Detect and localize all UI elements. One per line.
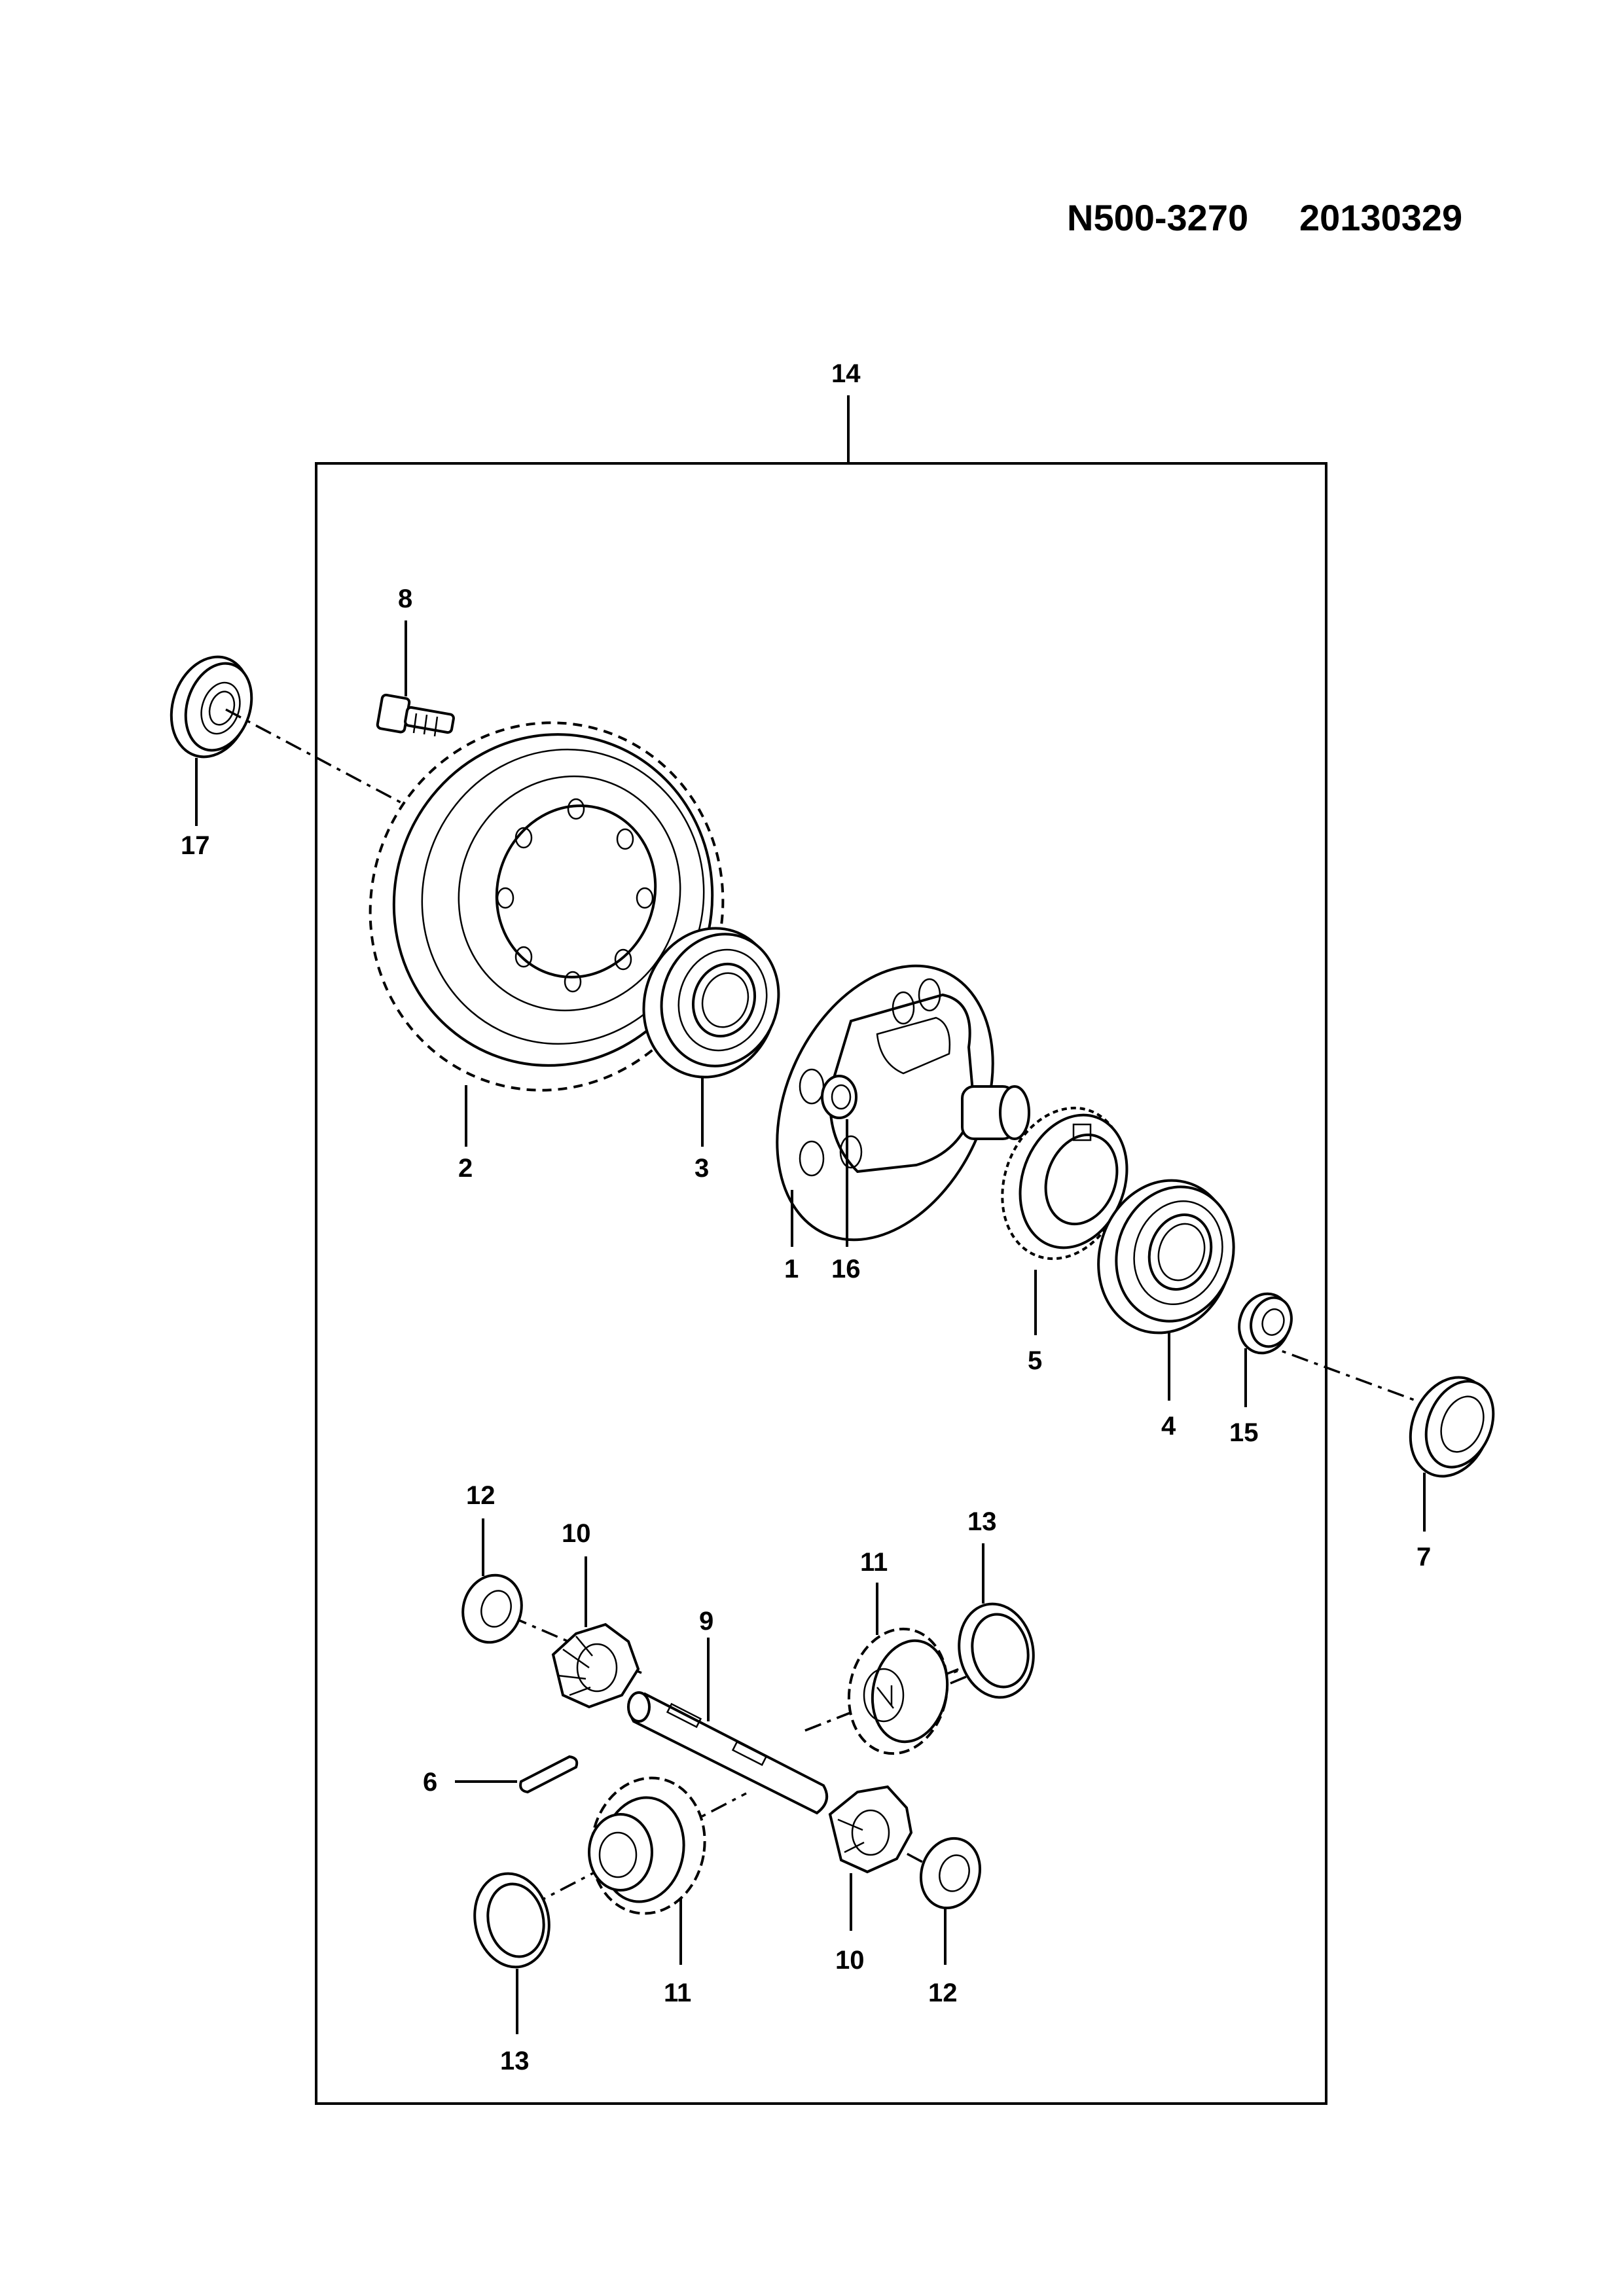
part-1-differential-case (776, 964, 1030, 1242)
callout-4: 4 (1161, 1412, 1176, 1441)
callout-2: 2 (458, 1154, 473, 1183)
callout-11-upper: 11 (860, 1548, 888, 1577)
callout-8: 8 (398, 584, 412, 613)
part-12-washer-upper (461, 1573, 523, 1644)
part-9-pinion-shaft (627, 1691, 829, 1815)
callout-1: 1 (784, 1255, 799, 1283)
callout-13-lower: 13 (500, 2047, 530, 2075)
part-2-ring-gear (369, 721, 725, 1092)
part-6-roll-pin (519, 1755, 579, 1794)
callout-12-upper: 12 (466, 1481, 496, 1510)
part-8-bolt (376, 693, 455, 737)
callout-14: 14 (831, 359, 861, 388)
part-10-pinion-gear-upper (551, 1623, 640, 1709)
callout-5: 5 (1028, 1346, 1042, 1375)
part-7-oil-seal (1409, 1376, 1495, 1478)
callout-17: 17 (181, 831, 210, 860)
part-13-thrust-washer-lower (473, 1872, 550, 1969)
callout-16: 16 (831, 1255, 861, 1283)
callout-10-lower: 10 (835, 1946, 865, 1975)
part-12-washer-lower (919, 1837, 982, 1910)
date-code: 20130329 (1299, 197, 1462, 238)
callout-13-upper: 13 (967, 1507, 997, 1536)
part-11-side-gear-lower (588, 1776, 706, 1915)
drawing-number: N500-3270 (1067, 197, 1248, 238)
part-5-speedometer-gear (1001, 1106, 1128, 1261)
callout-6: 6 (423, 1768, 437, 1797)
part-13-thrust-washer-upper (958, 1602, 1035, 1699)
callout-15: 15 (1229, 1418, 1259, 1447)
callout-11-lower: 11 (664, 1979, 691, 2007)
callout-10-upper: 10 (562, 1519, 591, 1548)
part-16-pin-hole (821, 1075, 857, 1119)
callout-9: 9 (699, 1607, 713, 1636)
part-17-oil-seal (170, 655, 253, 759)
part-15-shim (1238, 1292, 1293, 1355)
part-10-pinion-gear-lower (828, 1785, 913, 1874)
part-11-side-gear-upper (847, 1627, 949, 1755)
callout-12-lower: 12 (928, 1979, 958, 2007)
callout-3: 3 (695, 1154, 709, 1183)
part-4-bearing (1097, 1179, 1235, 1335)
part-3-bearing (642, 927, 780, 1079)
callout-7: 7 (1416, 1543, 1431, 1571)
assembly-frame (315, 462, 1327, 2105)
